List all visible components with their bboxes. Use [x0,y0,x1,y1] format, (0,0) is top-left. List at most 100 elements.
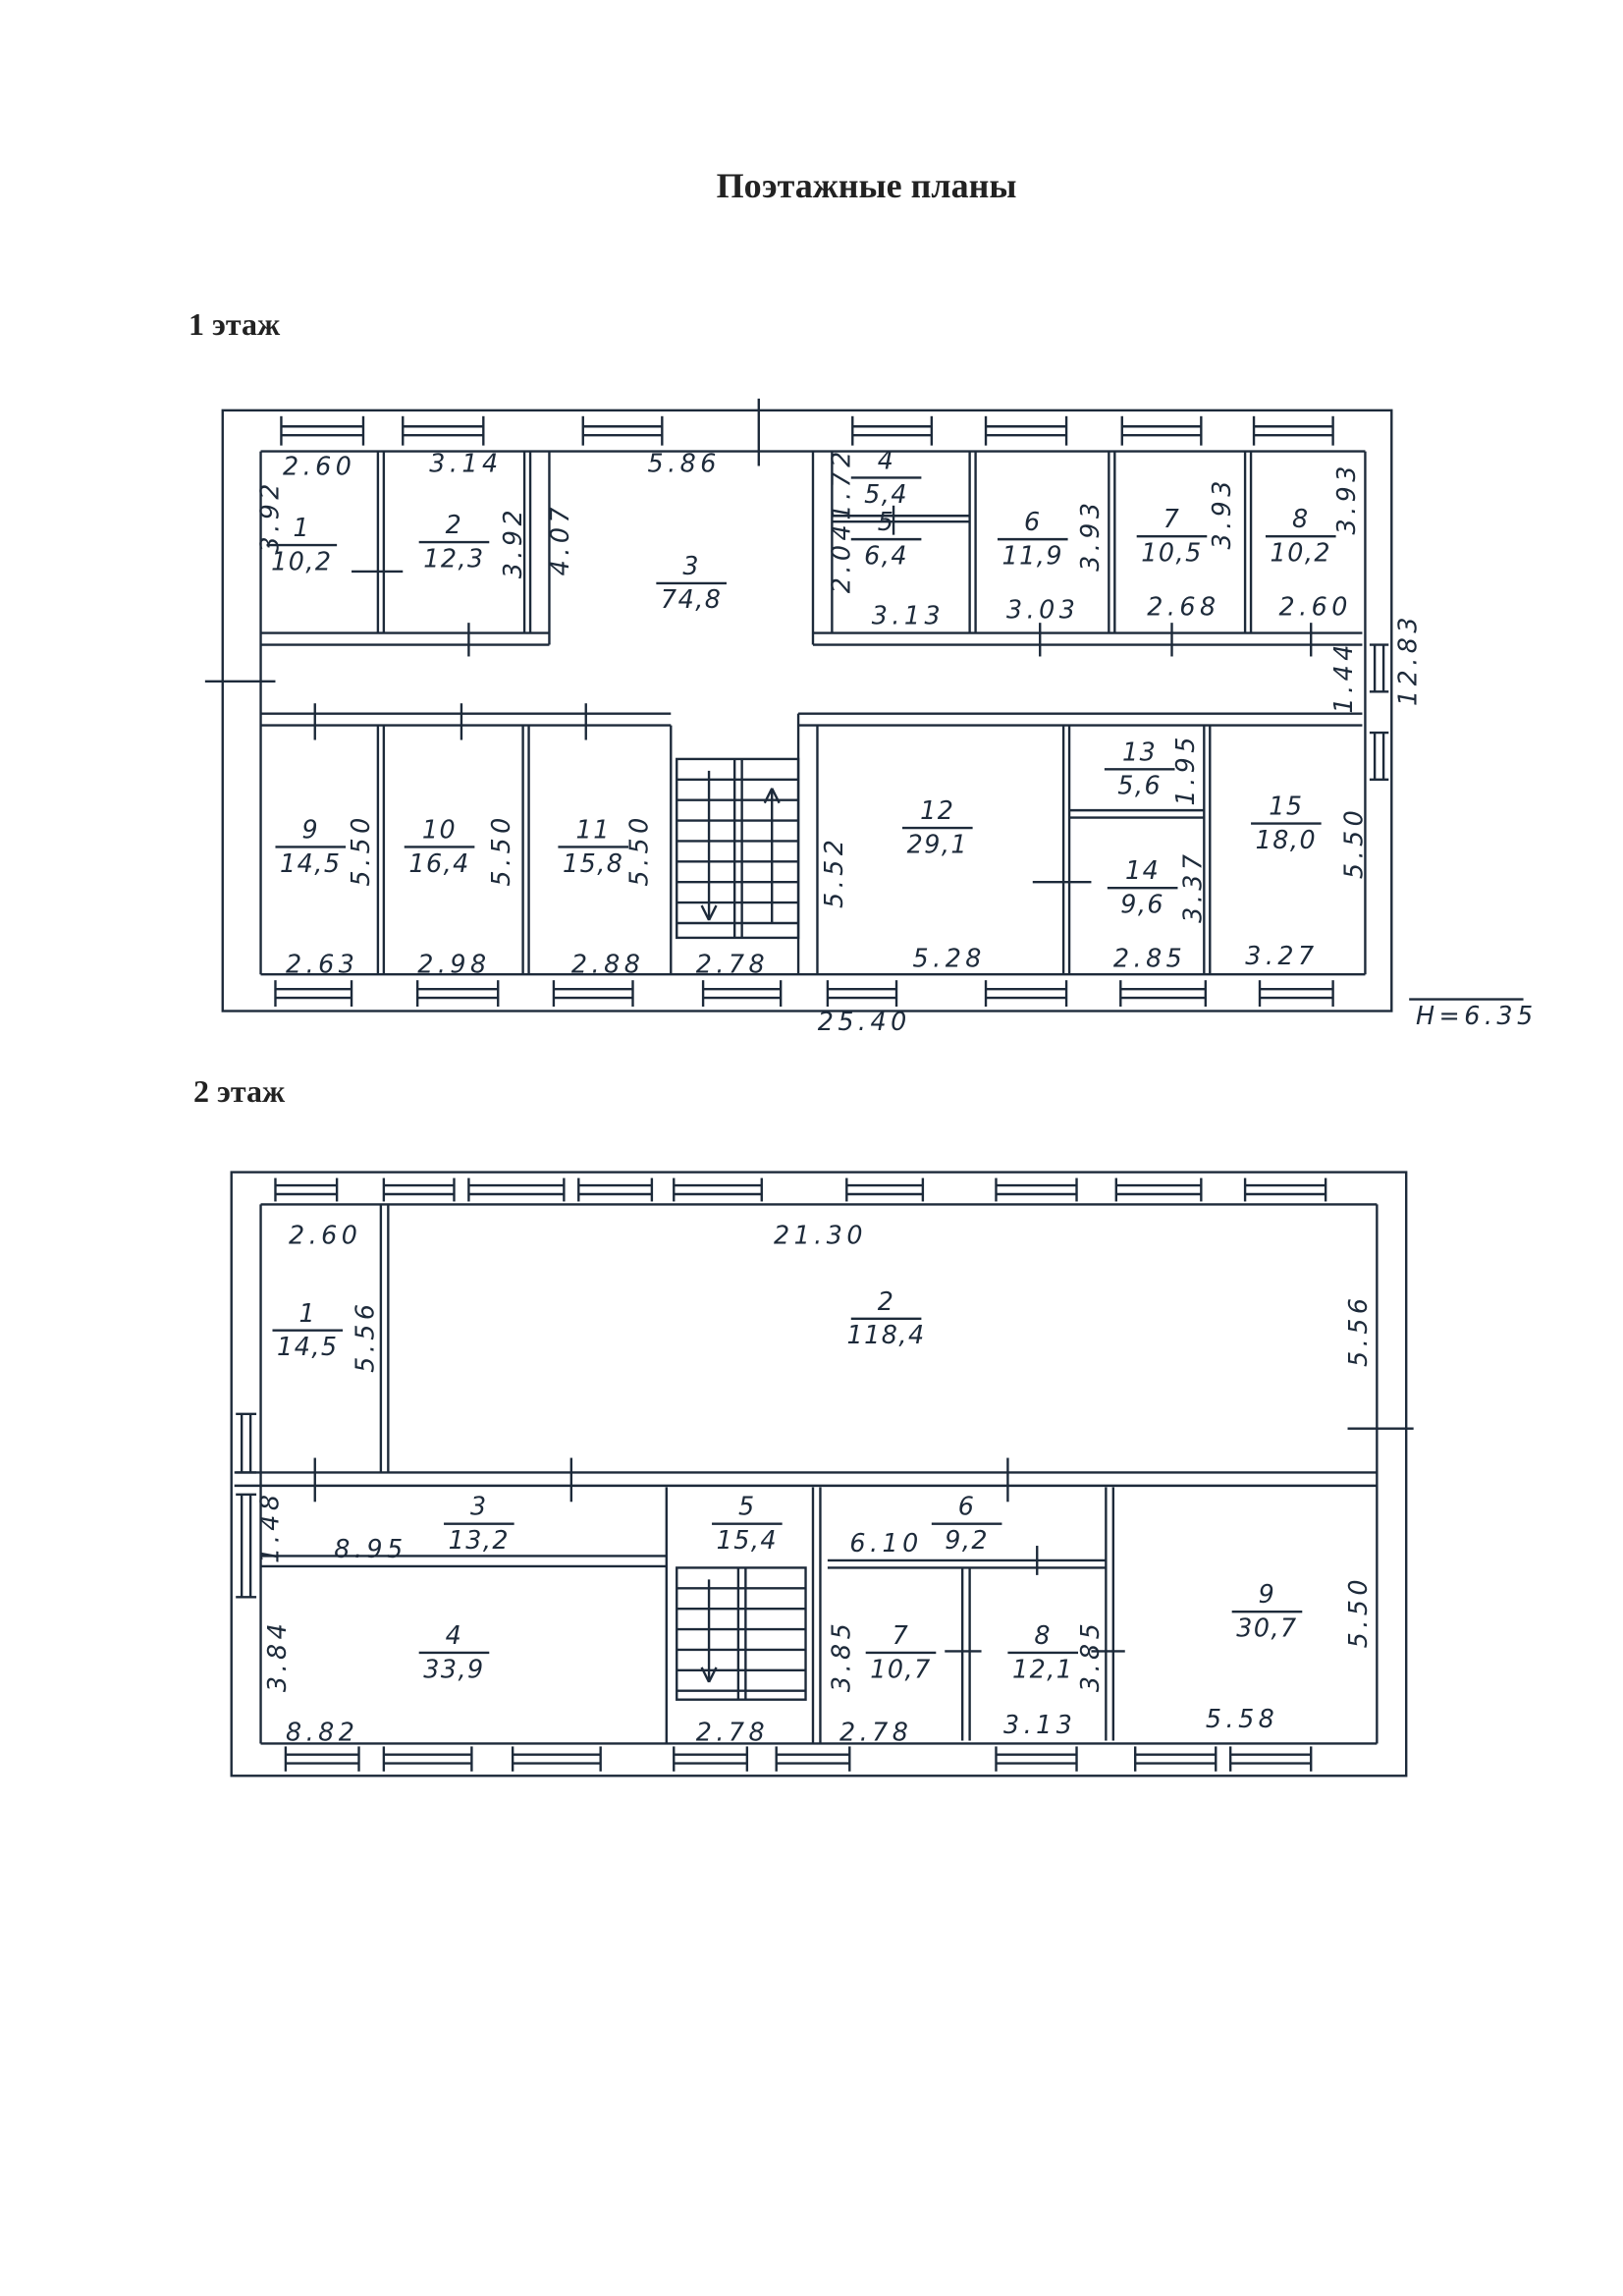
dimension-label: 3.37 [1177,850,1207,923]
window [236,1493,257,1599]
room-area: 10,7 [870,1654,931,1683]
outer-wall [221,409,1393,1012]
page-title: Поэтажные планы [716,166,1017,205]
window [1228,1746,1313,1772]
room-label: 710,7 [865,1620,937,1683]
window [995,1177,1078,1202]
room-area: 15,4 [717,1525,778,1555]
dimension-label: 2.78 [696,950,769,979]
room-number: 11 [576,814,611,844]
room-number: 13 [1122,737,1157,766]
room-area: 15,8 [563,848,623,878]
stair-outline [676,757,800,940]
window [511,1746,602,1772]
window [826,980,898,1008]
window [1252,415,1334,446]
room-number: 8 [1292,504,1310,533]
dimension-label: 2.60 [1279,592,1352,622]
room-number: 10 [422,814,457,844]
window [984,415,1068,446]
room-area: 30,7 [1236,1613,1297,1643]
room-number: 2 [446,510,463,539]
dimension-label: 3.93 [1207,476,1236,549]
room-label: 313,2 [444,1492,514,1555]
room-number: 3 [470,1492,488,1521]
window [280,415,365,446]
dimension-label: 1.95 [1170,733,1200,805]
dimension-label: 5.52 [819,836,848,908]
dimension-label: 5.50 [1343,1575,1373,1648]
dimension-label: 3.03 [1006,595,1079,625]
room-number: 9 [301,814,319,844]
window [845,1177,925,1202]
room-label: 12 29,1 [901,795,973,858]
dimension-label: 2.88 [571,950,644,979]
dimension-label: 8.82 [286,1717,358,1746]
room-area: 10,2 [1271,538,1331,568]
dimension-label: H=6.35 [1416,1001,1538,1030]
dimension-label: 3.13 [1003,1710,1076,1739]
room-label: 10 16,4 [404,814,475,878]
window [1258,980,1334,1008]
dimension-label: 3.93 [1075,498,1105,571]
room-label: 710,5 [1136,504,1208,568]
room-number: 2 [878,1286,895,1316]
dimension-label: 2.98 [417,950,490,979]
room-area: 10,5 [1141,538,1202,568]
arrow-down-icon [708,1667,718,1683]
window [284,1746,360,1772]
dimension-label: 1.72 [826,447,855,519]
room-label: 515,4 [712,1492,783,1555]
room-area: 16,4 [408,848,469,878]
dimension-label: 1.44 [1328,640,1358,713]
room-area: 14,5 [280,848,341,878]
room-label: 135,6 [1104,737,1175,800]
room-number: 4 [878,446,895,475]
dimension-label: 3.92 [254,479,284,552]
dimension-label: 5.28 [913,944,986,973]
dimension-label: 3.84 [262,1619,292,1692]
arrow-down-icon [700,1667,711,1683]
arrow-down-icon [708,904,718,921]
dimension-label: 5.56 [350,1300,379,1373]
room-number: 15 [1269,792,1303,821]
room-label: 374,8 [656,551,727,614]
room-label: 56,4 [850,507,922,570]
window [581,415,664,446]
dimension-label: 21.30 [774,1221,867,1250]
room-label: 914,5 [275,814,347,878]
room-label: 69,2 [931,1492,1002,1555]
room-number: 4 [446,1620,463,1650]
room-number: 6 [958,1492,976,1521]
room-number: 7 [893,1620,910,1650]
room-area: 5,4 [864,479,908,509]
room-area: 9,6 [1120,890,1164,919]
room-number: 1 [298,1298,316,1328]
window [1120,415,1203,446]
window [673,1177,763,1202]
arrow-up-icon [763,788,774,804]
arrow-up-icon [771,788,781,804]
room-area: 5,6 [1117,771,1162,800]
room-label: 810,2 [1265,504,1336,568]
room-area: 13,2 [449,1525,510,1555]
room-number: 9 [1259,1579,1276,1609]
dimension-label: 2.78 [696,1717,769,1746]
room-number: 5 [738,1492,756,1521]
window [984,980,1068,1008]
dimension-label: 4.07 [545,503,574,575]
room-number: 3 [682,551,700,580]
window [382,1177,456,1202]
room-label: 611,9 [997,507,1068,570]
dimension-label: 5.58 [1206,1704,1278,1733]
room-area: 29,1 [907,829,968,858]
room-number: 12 [920,795,954,825]
room-label: 114,5 [272,1298,344,1361]
window [775,1746,851,1772]
room-label: 930,7 [1231,1579,1303,1643]
dimension-label: 2.60 [283,451,355,480]
